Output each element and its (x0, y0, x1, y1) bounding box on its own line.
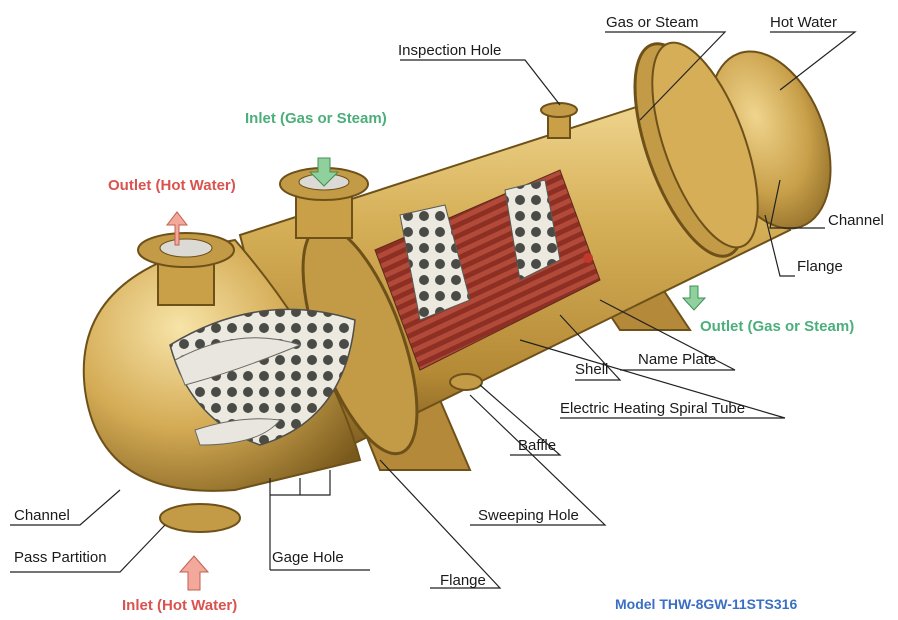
label-electric-tube: Electric Heating Spiral Tube (560, 400, 745, 418)
label-inlet-gas: Inlet (Gas or Steam) (245, 110, 387, 128)
label-outlet-gas: Outlet (Gas or Steam) (700, 318, 854, 336)
label-inlet-hot-water: Inlet (Hot Water) (122, 597, 237, 615)
label-outlet-hot-water: Outlet (Hot Water) (108, 177, 236, 195)
inlet-hot-water-arrow (180, 556, 208, 590)
label-channel-right: Channel (828, 212, 884, 230)
label-gage-hole: Gage Hole (272, 549, 344, 567)
label-channel-left: Channel (14, 507, 70, 525)
label-model: Model THW-8GW-11STS316 (615, 595, 797, 613)
label-sweeping-hole: Sweeping Hole (478, 507, 579, 525)
label-inspection-hole: Inspection Hole (398, 42, 501, 60)
label-hot-water: Hot Water (770, 14, 837, 32)
label-flange-right: Flange (797, 258, 843, 276)
label-gas-or-steam: Gas or Steam (606, 14, 699, 32)
outlet-gas-arrow (683, 286, 705, 310)
label-baffle: Baffle (518, 437, 556, 455)
label-flange-bottom: Flange (440, 572, 486, 590)
label-name-plate: Name Plate (638, 351, 716, 369)
label-pass-partition: Pass Partition (14, 549, 107, 567)
label-shell: Shell (575, 361, 608, 379)
